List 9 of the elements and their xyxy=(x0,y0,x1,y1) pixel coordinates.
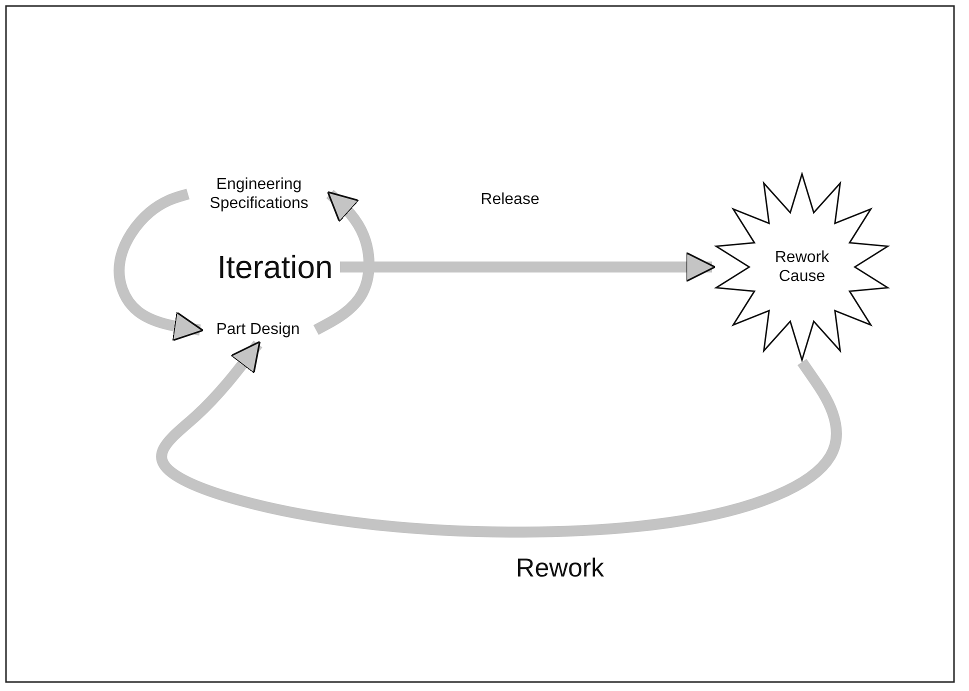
arrow xyxy=(313,190,374,335)
node-text: Part Design xyxy=(216,320,300,340)
node-text: Engineering Specifications xyxy=(208,174,310,214)
arrow xyxy=(114,188,204,342)
starburst-shape xyxy=(712,172,892,362)
node-label: Rework Cause xyxy=(774,248,830,286)
node-text: Iteration xyxy=(217,248,333,286)
arrow xyxy=(156,340,842,538)
arrow xyxy=(340,252,716,282)
